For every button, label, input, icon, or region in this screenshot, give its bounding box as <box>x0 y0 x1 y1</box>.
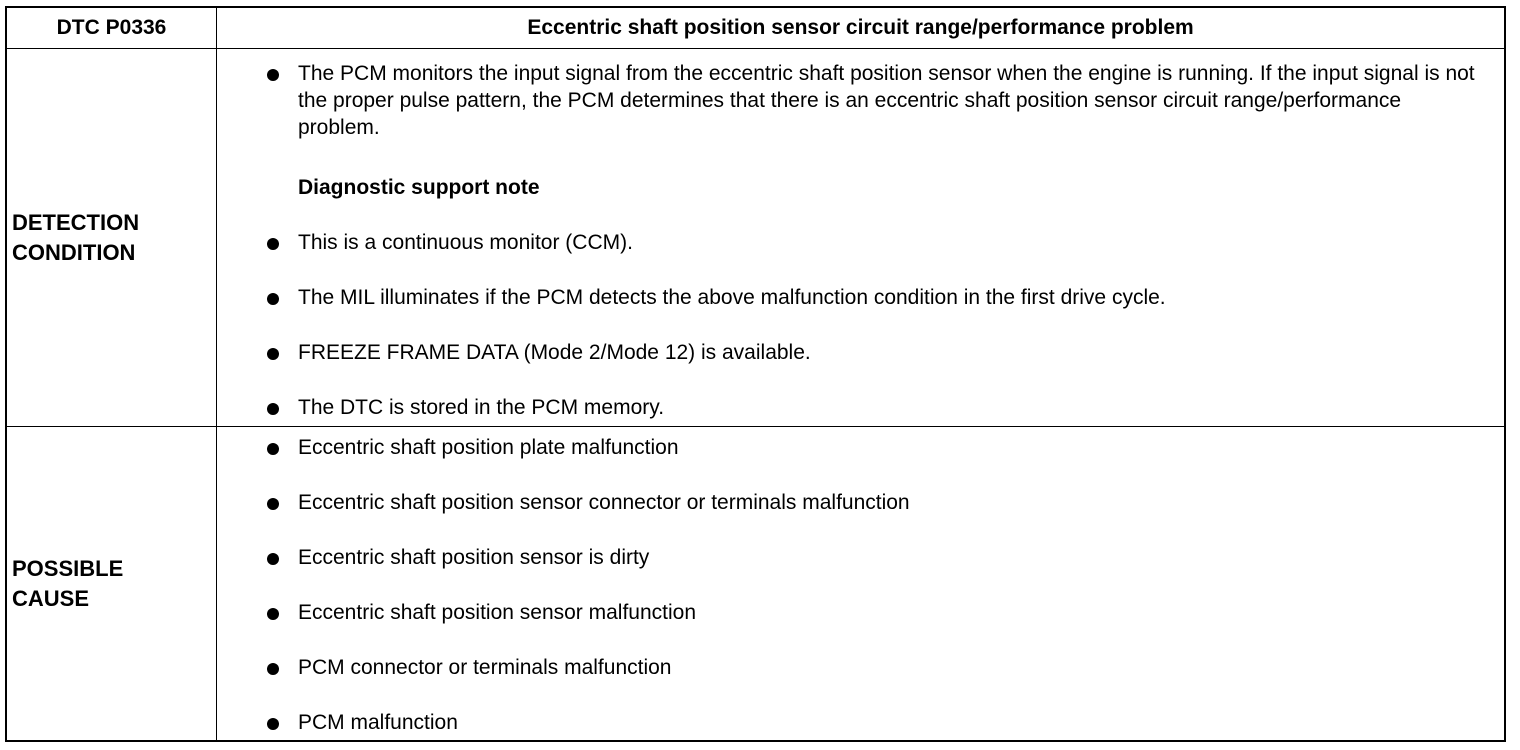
cause-label-line2: CAUSE <box>12 585 90 611</box>
bullet-icon <box>267 443 279 455</box>
dtc-title: Eccentric shaft position sensor circuit … <box>527 16 1194 39</box>
detection-condition-row: DETECTION CONDITION The PCM monitors the… <box>7 49 1504 427</box>
bullet-icon <box>267 498 279 510</box>
bullet-icon <box>267 553 279 565</box>
detection-note-item: The MIL illuminates if the PCM detects t… <box>298 286 1166 309</box>
header-row: DTC P0336 Eccentric shaft position senso… <box>7 8 1504 49</box>
detection-content-cell: The PCM monitors the input signal from t… <box>217 49 1504 426</box>
detection-note-item: FREEZE FRAME DATA (Mode 2/Mode 12) is av… <box>298 341 811 364</box>
cause-content-cell: Eccentric shaft position plate malfuncti… <box>217 427 1504 740</box>
cause-item: Eccentric shaft position plate malfuncti… <box>298 436 679 459</box>
bullet-icon <box>267 663 279 675</box>
detection-note-item: This is a continuous monitor (CCM). <box>298 231 633 254</box>
dtc-title-cell: Eccentric shaft position sensor circuit … <box>217 8 1504 48</box>
cause-item: PCM connector or terminals malfunction <box>298 656 672 679</box>
cause-label-cell: POSSIBLE CAUSE <box>7 427 217 740</box>
detection-label: DETECTION CONDITION <box>12 49 139 426</box>
cause-item: Eccentric shaft position sensor malfunct… <box>298 601 697 624</box>
detection-label-line2: CONDITION <box>12 239 136 265</box>
cause-item: PCM malfunction <box>298 711 458 734</box>
bullet-icon <box>267 608 279 620</box>
cause-item: Eccentric shaft position sensor connecto… <box>298 491 910 514</box>
cause-label-line1: POSSIBLE <box>12 555 124 581</box>
bullet-icon <box>267 69 279 81</box>
dtc-table: DTC P0336 Eccentric shaft position senso… <box>5 6 1506 742</box>
dtc-code: DTC P0336 <box>56 16 167 39</box>
detection-note-item: The DTC is stored in the PCM memory. <box>298 396 665 419</box>
diagnostic-support-note-heading: Diagnostic support note <box>298 176 540 199</box>
dtc-code-cell: DTC P0336 <box>7 8 217 48</box>
detection-label-line1: DETECTION <box>12 209 140 235</box>
bullet-icon <box>267 403 279 415</box>
detection-monitor-text: The PCM monitors the input signal from t… <box>298 62 1475 139</box>
bullet-icon <box>267 293 279 305</box>
cause-item: Eccentric shaft position sensor is dirty <box>298 546 650 569</box>
bullet-icon <box>267 348 279 360</box>
bullet-icon <box>267 238 279 250</box>
cause-label: POSSIBLE CAUSE <box>12 427 123 740</box>
detection-label-cell: DETECTION CONDITION <box>7 49 217 426</box>
bullet-icon <box>267 718 279 730</box>
possible-cause-row: POSSIBLE CAUSE Eccentric shaft position … <box>7 427 1504 740</box>
